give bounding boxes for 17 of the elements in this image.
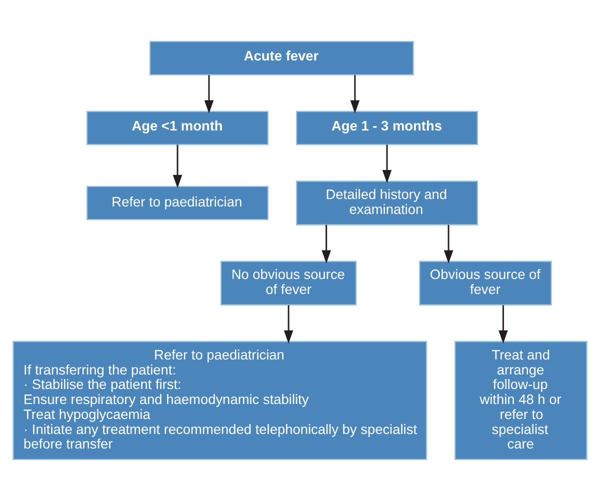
node-box: Detailed history and examination (296, 180, 478, 225)
arrow (382, 144, 392, 183)
node-box: No obvious source of fever (220, 260, 357, 305)
node-box: Treat and arrange follow-up within 48 h or refer to specialist care (454, 340, 588, 460)
arrow (172, 144, 182, 188)
arrow (350, 74, 360, 114)
arrow (322, 224, 331, 264)
arrow (284, 304, 294, 344)
node-box: Age 1 - 3 months (296, 110, 478, 145)
arrow (444, 224, 454, 264)
node-box: Refer to paediatrician (86, 185, 269, 220)
node-box: Age <1 month (86, 110, 269, 145)
arrow (498, 304, 508, 344)
arrow (204, 74, 214, 114)
node-box: Obvious source of fever (419, 260, 552, 305)
node-box: Acute fever (149, 40, 414, 75)
node-box: Refer to paediatrician If transferring the patient: · Stabilise the patient first: Ensure respiratory and haemodynamic stability Treat hypoglycaemia · Initiate any treatment recommended telephonically by specialist before transfer (12, 340, 428, 460)
